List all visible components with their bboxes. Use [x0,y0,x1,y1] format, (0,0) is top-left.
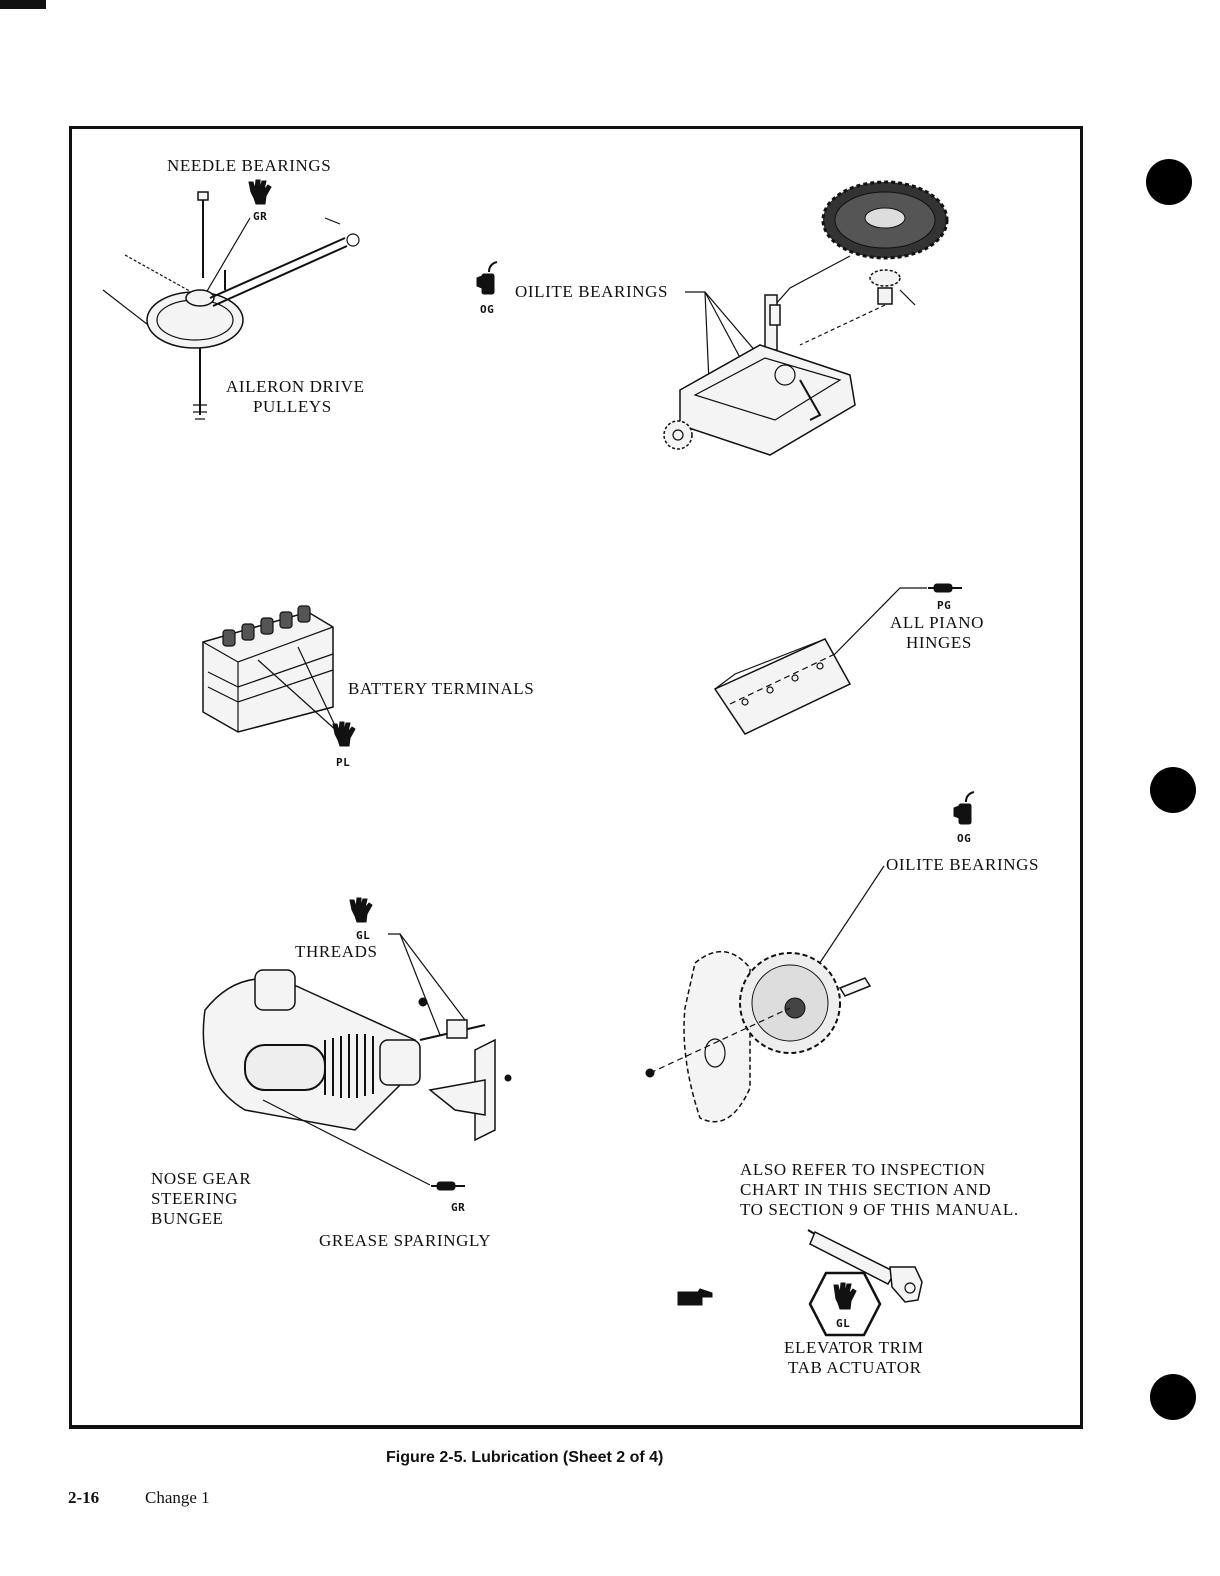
nose-gear-label-3: BUNGEE [151,1209,224,1228]
piano-hinges-label-1: ALL PIANO [890,613,985,632]
actuator-code: GL [836,1317,851,1330]
binder-hole-middle [1150,767,1196,813]
aileron-drive-label-1: AILERON DRIVE [226,377,365,396]
oil-can-icon [953,791,975,825]
page-number: 2-16 [68,1488,100,1507]
needle-bearings-code: GR [253,210,268,223]
threads-code: GL [356,929,371,942]
nose-gear-bungee-drawing [202,933,512,1186]
piano-hinges-label-2: HINGES [906,633,972,652]
hinges-code: PG [937,599,952,612]
grease-gun-icon [431,1181,465,1191]
pointing-hand-icon [677,1288,713,1306]
needle-bearings-label: NEEDLE BEARINGS [167,156,332,175]
oil-can-icon [476,261,498,295]
trim-oilite-label: OILITE BEARINGS [515,282,669,301]
hexagon-grease-icon [808,1271,882,1337]
trim-wheel-drawing [663,180,949,456]
threads-label: THREADS [295,942,378,961]
binder-hole-bottom [1150,1374,1196,1420]
change-number: Change 1 [145,1488,210,1507]
aileron-drive-label-2: PULLEYS [253,397,332,416]
wheel-oilite-label: OILITE BEARINGS [886,855,1040,874]
elevator-trim-actuator-drawing [807,1229,923,1303]
actuator-label-2: TAB ACTUATOR [788,1358,922,1377]
grease-code: GR [451,1201,466,1214]
hand-grease-icon [332,721,356,747]
wheel-oilite-code: OG [957,832,972,845]
actuator-label-1: ELEVATOR TRIM [784,1338,924,1357]
trim-oilite-code: OG [480,303,495,316]
hand-grease-icon [248,179,272,205]
binder-hole-top [1146,159,1192,205]
reference-line-1: ALSO REFER TO INSPECTION [740,1160,986,1179]
hand-grease-icon [349,897,373,923]
trim-wheel-assembly-drawing [645,865,885,1123]
grease-sparingly-label: GREASE SPARINGLY [319,1231,492,1250]
figure-frame [69,126,1083,1429]
corner-registration-mark [0,0,46,9]
reference-line-3: TO SECTION 9 OF THIS MANUAL. [740,1200,1019,1219]
nose-gear-label-2: STEERING [151,1189,238,1208]
grease-gun-icon [928,583,962,593]
battery-drawing [202,605,339,733]
piano-hinge-drawing [713,587,927,735]
reference-line-2: CHART IN THIS SECTION AND [740,1180,992,1199]
battery-code: PL [336,756,351,769]
battery-terminals-label: BATTERY TERMINALS [348,679,535,698]
nose-gear-label-1: NOSE GEAR [151,1169,252,1188]
aileron-pulley-drawing [102,191,360,420]
figure-caption: Figure 2-5. Lubrication (Sheet 2 of 4) [386,1449,664,1466]
